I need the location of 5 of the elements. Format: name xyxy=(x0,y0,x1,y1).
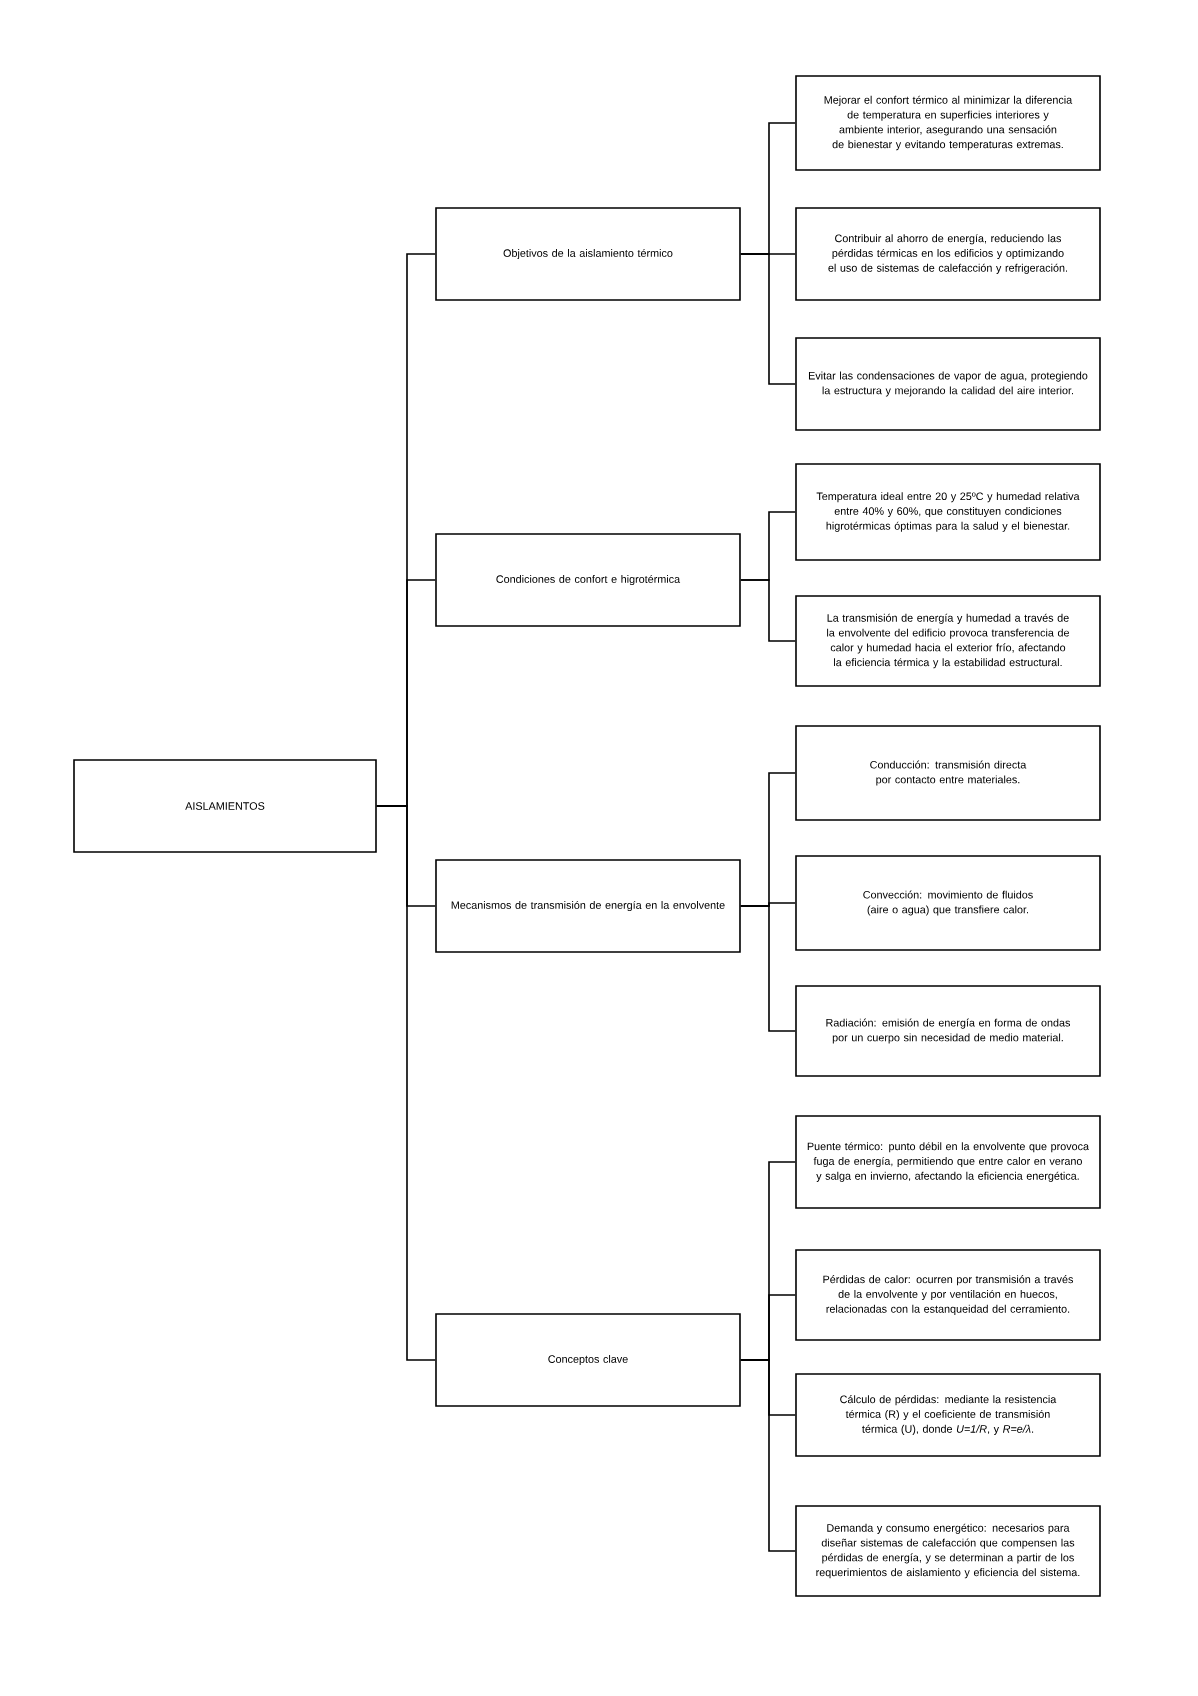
connector xyxy=(740,253,796,385)
connector xyxy=(740,905,796,1032)
connector xyxy=(376,805,436,1361)
connector xyxy=(740,579,796,642)
connector xyxy=(740,1359,796,1552)
